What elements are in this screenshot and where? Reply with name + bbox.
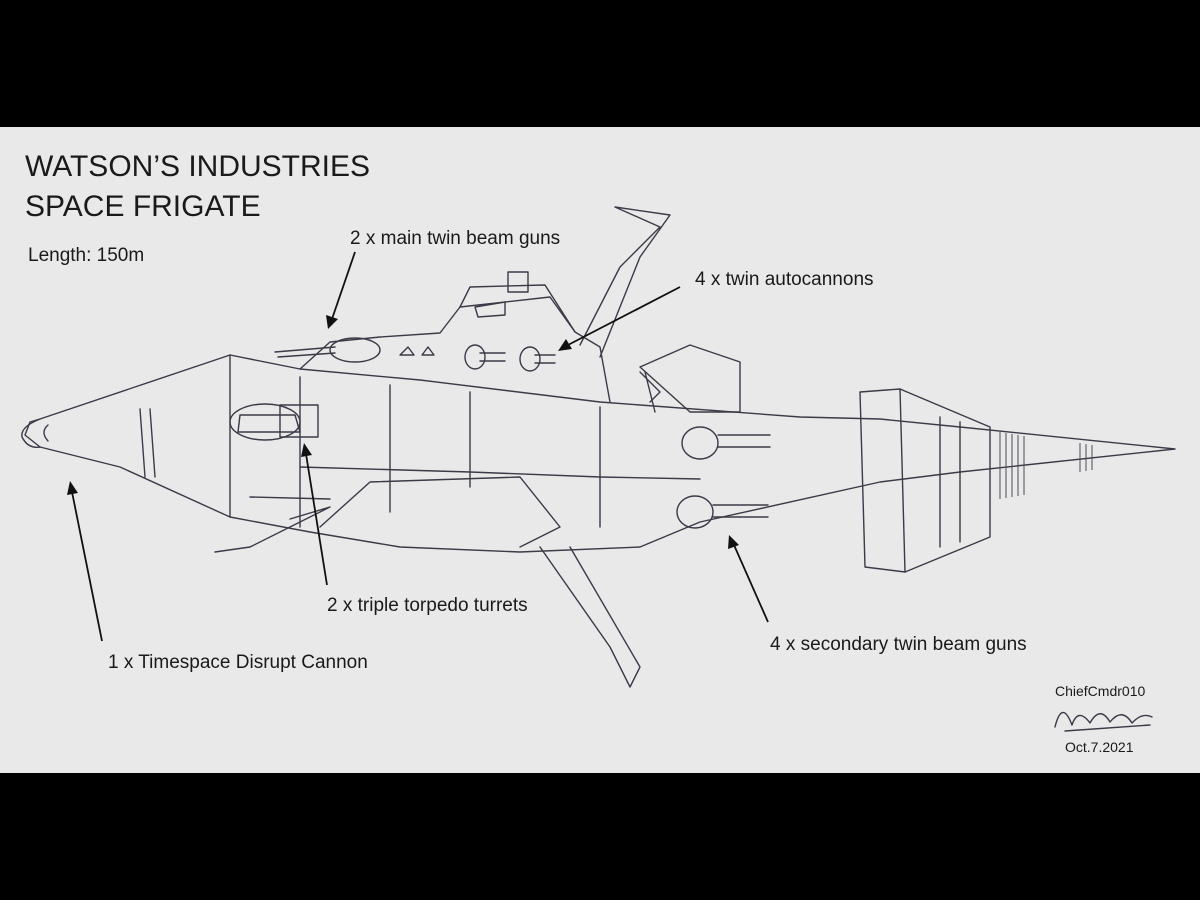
label-main-beam-guns: 2 x main twin beam guns [350,228,561,249]
secondary-beam-gun-turrets [676,426,771,529]
artist-name: ChiefCmdr010 [1055,683,1146,699]
frigate-sketch [21,206,1176,732]
sketch-paper: WATSON’S INDUSTRIES SPACE FRIGATE Length… [0,127,1200,773]
label-torpedo-turrets: 2 x triple torpedo turrets [327,595,528,616]
arrow-secondary-beam-guns [728,535,769,623]
torpedo-turret [229,403,319,441]
label-secondary-beam-guns: 4 x secondary twin beam guns [770,634,1027,655]
main-beam-gun-turret [274,271,529,363]
title-line-2: SPACE FRIGATE [25,190,261,223]
label-disrupt-cannon: 1 x Timespace Disrupt Cannon [108,652,368,673]
hull-outline [21,206,1176,688]
signature-scribble [1054,711,1153,732]
arrow-autocannons [558,286,681,351]
sketch-date: Oct.7.2021 [1065,739,1134,755]
length-label: Length: 150m [28,245,145,266]
arrow-main-beam-guns [326,251,356,329]
autocannon-turrets [399,344,556,372]
title-line-1: WATSON’S INDUSTRIES [25,150,371,183]
label-autocannons: 4 x twin autocannons [695,269,874,290]
engine-stripes [999,432,1093,499]
arrow-torpedo-turrets [301,443,328,586]
arrow-disrupt-cannon [67,481,103,642]
